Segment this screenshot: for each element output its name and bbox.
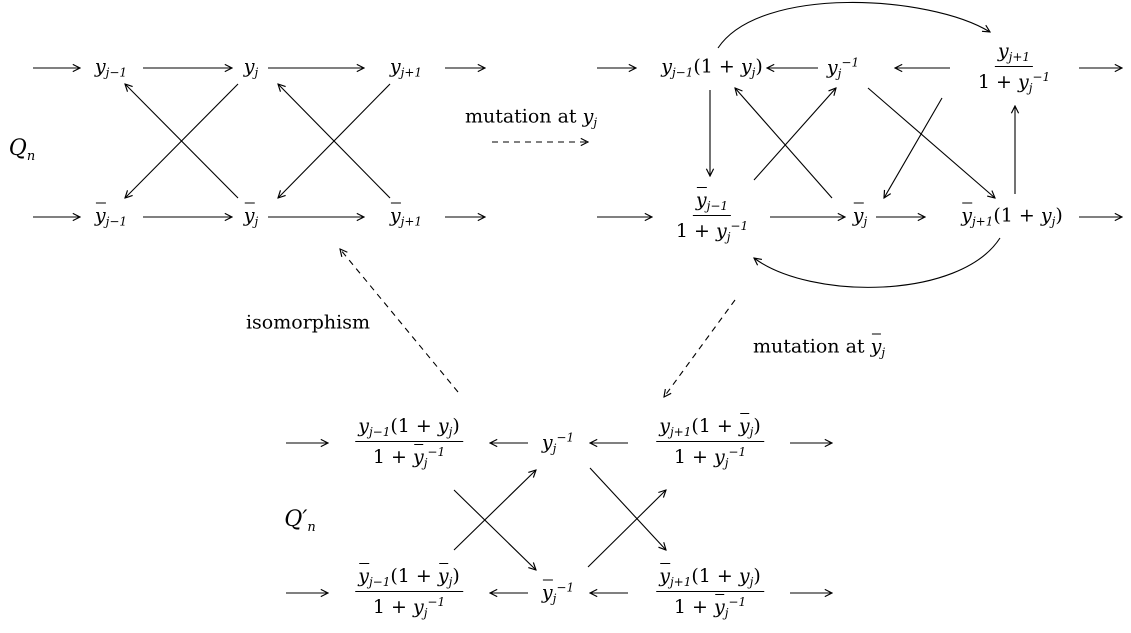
mutation-at-y-label: mutation at yj — [464, 105, 598, 130]
node-b-ybar-j-plus-1-times: yj+1(1 + yj) — [961, 202, 1063, 229]
node-y-j: yj — [243, 55, 259, 80]
edge-b3-b5 — [884, 97, 943, 198]
edge-b5-b1 — [735, 88, 833, 199]
node-y-j-plus-1: yj+1 — [389, 55, 423, 80]
edge-b6-b4-curve — [754, 237, 1001, 288]
node-ybar-j-plus-1: yj+1 — [389, 202, 423, 229]
edge-c5-c3 — [587, 490, 666, 568]
node-ybar-j-minus-1: yj−1 — [94, 202, 128, 229]
node-y-j-minus-1: yj−1 — [94, 55, 128, 80]
node-b-frac-y-j-plus-1: yj+1 1 + yj−1 — [977, 40, 1051, 95]
edge-isomorphism — [340, 249, 459, 393]
quiver-label-q-n: Qn — [8, 136, 36, 164]
edge-c1-c5 — [453, 489, 536, 570]
node-b-frac-ybar-j-minus-1: yj−1 1 + yj−1 — [675, 187, 749, 244]
quiver-label-q-n-prime: Q′n — [284, 507, 316, 535]
node-ybar-j: yj — [243, 202, 259, 229]
edge-c4-c2 — [453, 470, 536, 551]
mutation-at-ybar-label: mutation at yj — [752, 333, 886, 360]
node-b-y-j-minus-1-times: yj−1(1 + yj) — [661, 55, 763, 80]
node-c-frac-bottom-right: yj+1(1 + yj) 1 + yj−1 — [656, 563, 764, 619]
edge-b2-b6 — [867, 87, 995, 198]
node-c-y-j-inverse: yj−1 — [541, 430, 575, 456]
node-c-frac-top-right: yj+1(1 + yj) 1 + yj−1 — [656, 413, 764, 469]
edge-a6-a2 — [278, 84, 391, 199]
edge-b1-b3-curve — [717, 1, 990, 49]
node-b-y-j-inverse: yj−1 — [826, 55, 860, 81]
isomorphism-label: isomorphism — [245, 311, 371, 334]
edge-a5-a1 — [125, 84, 239, 199]
node-b-ybar-j: yj — [852, 202, 868, 229]
edge-c2-c6 — [589, 467, 666, 550]
node-c-frac-bottom-left: yj−1(1 + yj) 1 + yj−1 — [355, 563, 463, 619]
edge-b4-b2 — [753, 88, 836, 181]
edge-mutation-ybar — [664, 299, 736, 397]
node-c-frac-top-left: yj−1(1 + yj) 1 + yj−1 — [355, 417, 463, 469]
node-c-ybar-j-inverse: yj−1 — [541, 579, 575, 606]
